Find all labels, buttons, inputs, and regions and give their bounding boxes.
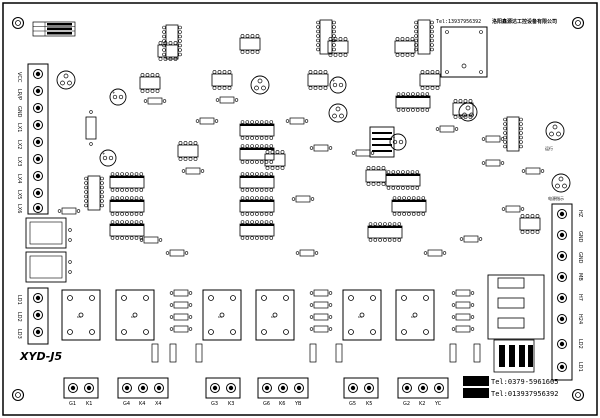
bottom-terminal-blocks (63, 377, 449, 399)
terminal-label: K2 (419, 401, 425, 407)
footer-label-b: 技术部 (466, 390, 484, 398)
footer-mobile: Tel:013937956392 (491, 390, 558, 398)
terminal-label: YB (294, 401, 302, 407)
left-terminal-labels: VCC LR/P GND LX1 LX2 LX3 LX4 LX5 LX6 (16, 72, 22, 213)
mount-hole-icon (571, 16, 585, 30)
right-terminal-block (551, 203, 573, 381)
relay-row (61, 289, 435, 341)
terminal-label: LX2 (16, 140, 22, 149)
top-right-transformer (440, 26, 488, 78)
terminal-label: G4 (123, 401, 130, 407)
terminal-label: G2 (403, 401, 410, 407)
terminal-label: LR/P (16, 89, 22, 100)
terminal-label: LX1 (16, 123, 22, 132)
terminal-label: G3 (211, 401, 218, 407)
terminal-label: K4 (139, 401, 145, 407)
capacitor-icon (329, 76, 347, 94)
heatsink (369, 126, 395, 158)
terminal-label: LX3 (16, 157, 22, 166)
terminal-label: LD3 (16, 329, 22, 339)
capacitor-icon (328, 103, 348, 123)
terminal-label: LX6 (16, 204, 22, 213)
terminal-label: LD1 (577, 362, 583, 372)
legend-box (32, 21, 76, 37)
terminal-label: H24 (577, 314, 583, 324)
capacitor-icon (250, 75, 270, 95)
terminal-label: LD1 (16, 295, 22, 305)
capacitor-icon (109, 88, 127, 106)
board-model: XYD-J5 (19, 350, 62, 363)
terminal-label: YC (434, 401, 442, 407)
terminal-label: HZ (577, 210, 583, 218)
left-lower-terminal-block (27, 287, 49, 345)
terminal-label: VCC (16, 72, 22, 83)
passives (57, 96, 545, 333)
left-terminal-block (27, 63, 49, 215)
footer-tel: Tel:0379-5961605 (491, 378, 558, 386)
terminal-label: LD2 (577, 339, 583, 349)
terminal-label: G1 (69, 401, 76, 407)
ic-array (84, 19, 541, 242)
terminal-label: K3 (228, 401, 234, 407)
power-resistor-stack (487, 274, 545, 373)
terminal-label: K1 (86, 401, 92, 407)
capacitor-icon (545, 121, 565, 141)
terminal-label: GND (16, 106, 22, 118)
terminal-label: K6 (279, 401, 285, 407)
run-indicator-label: 运行 (545, 145, 553, 151)
mount-hole-icon (571, 388, 585, 402)
terminal-label: LD2 (16, 312, 22, 322)
bottom-terminal-labels: G1 K1 G4 K4 X4 G3 K3 G6 K6 YB G5 K5 G2 K… (69, 401, 442, 407)
terminal-label: GND (577, 252, 583, 264)
capacitor-icon (551, 173, 571, 193)
diodes (151, 343, 481, 363)
left-transformer-blocks (25, 217, 72, 283)
resistor-vertical (85, 110, 97, 146)
terminal-label: K5 (366, 401, 372, 407)
capacitor-icon (56, 70, 76, 90)
terminal-label: G6 (263, 401, 270, 407)
terminal-label: X4 (155, 401, 162, 407)
terminal-label: LX4 (16, 174, 22, 183)
terminal-label: MB (577, 273, 583, 281)
footer-label-a: 业务部 (466, 378, 484, 386)
terminal-label: G5 (349, 401, 356, 407)
capacitor-icon (389, 133, 407, 151)
footer-contact: 业务部 技术部 Tel:0379-5961605 Tel:01393795639… (463, 376, 558, 398)
mount-hole-icon (11, 16, 25, 30)
terminal-label: H7 (577, 294, 583, 301)
capacitor-icon (99, 149, 117, 167)
mount-hole-icon (11, 388, 25, 402)
company-name: 洛阳鑫源达工控设备有限公司 (492, 18, 557, 25)
company-tel: Tel:13937956392 (436, 19, 481, 25)
terminal-label: GND (577, 231, 583, 243)
terminal-label: LX5 (16, 190, 22, 199)
power-indicator-label: 电源指示 (548, 195, 564, 201)
